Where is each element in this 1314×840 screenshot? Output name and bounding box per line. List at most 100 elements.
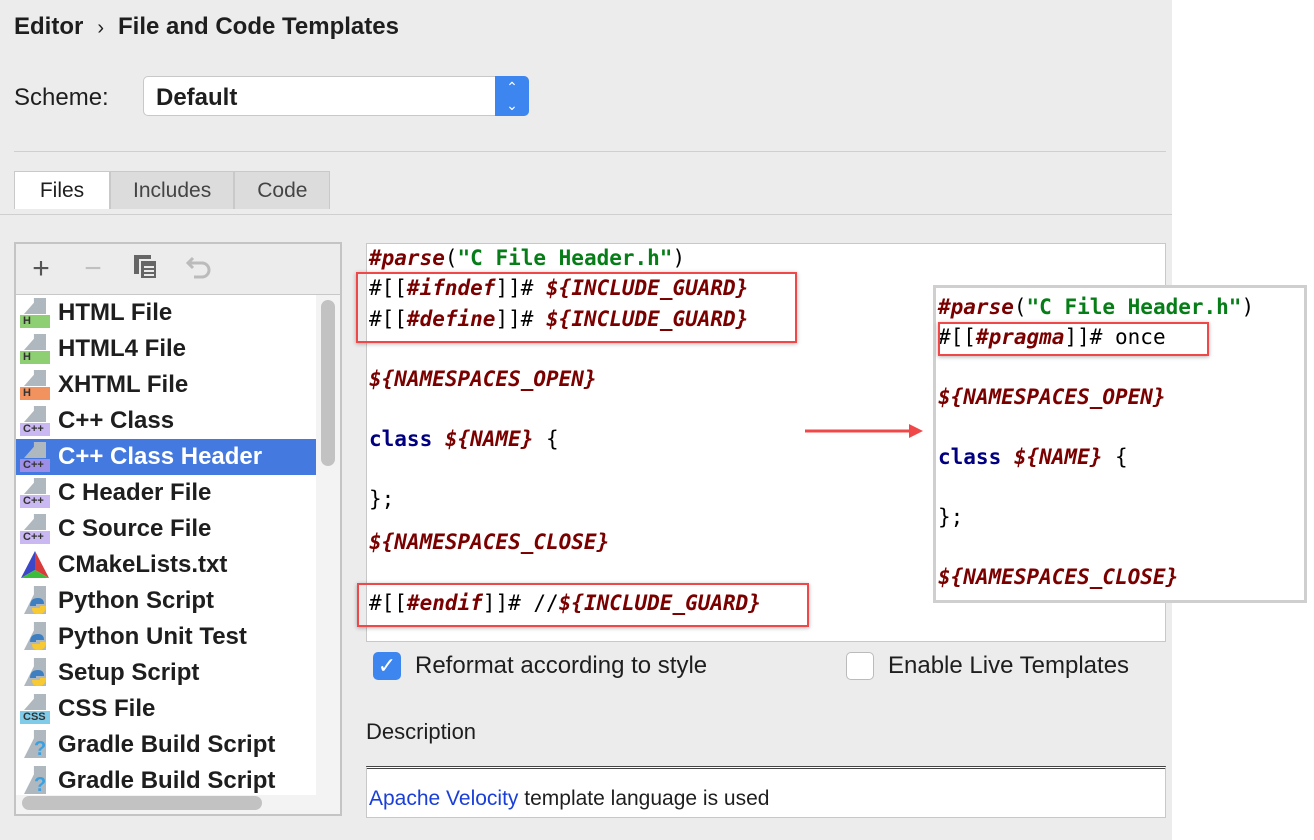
- template-label: Gradle Build Script: [58, 767, 276, 794]
- template-label: XHTML File: [58, 371, 189, 398]
- reformat-option[interactable]: ✓ Reformat according to style: [373, 652, 707, 680]
- template-item[interactable]: CMakeLists.txt: [16, 547, 316, 583]
- template-item[interactable]: Python Script: [16, 583, 316, 619]
- cpp-file-icon: C++: [20, 406, 50, 436]
- breadcrumb: Editor›File and Code Templates: [14, 13, 399, 41]
- code-token: #ifndef: [406, 276, 496, 300]
- reformat-label: Reformat according to style: [415, 652, 708, 679]
- cmake-file-icon: [20, 550, 50, 580]
- code-token: };: [938, 505, 964, 529]
- cpp-file-icon: C++: [20, 478, 50, 508]
- updown-chevron-icon: ⌃⌄: [495, 76, 529, 116]
- code-token: #[[: [369, 591, 407, 615]
- template-item[interactable]: C++C Source File: [16, 511, 316, 547]
- cpp-file-icon: C++: [20, 442, 50, 472]
- code-token: ]]# once: [1064, 325, 1166, 349]
- remove-icon[interactable]: −: [84, 252, 102, 285]
- template-item[interactable]: ? Gradle Build Script: [16, 763, 316, 795]
- template-item[interactable]: Python Unit Test: [16, 619, 316, 655]
- highlight-box-endif: [357, 583, 809, 627]
- tab-files[interactable]: Files: [14, 171, 110, 209]
- code-token: class: [369, 427, 445, 451]
- code-token: ): [1241, 295, 1255, 319]
- code-token: {: [533, 427, 559, 451]
- template-item[interactable]: H HTML File: [16, 295, 316, 331]
- code-token: ${NAMESPACES_CLOSE}: [369, 530, 610, 554]
- code-token: ${NAME}: [444, 427, 534, 451]
- template-item[interactable]: C++ C++ Class: [16, 403, 316, 439]
- code-token: ]]#: [495, 307, 547, 331]
- highlight-box-pragma: [938, 322, 1209, 356]
- template-label: C++ Class Header: [58, 443, 263, 470]
- horizontal-scrollbar[interactable]: [22, 796, 262, 810]
- template-label: HTML File: [58, 299, 173, 326]
- highlight-box-guard: [356, 272, 797, 343]
- code-token: ${NAME}: [1013, 445, 1103, 469]
- code-line: };: [369, 487, 394, 511]
- tab-bar: Files Includes Code: [14, 171, 331, 209]
- add-icon[interactable]: +: [32, 252, 50, 285]
- code-line: ${NAMESPACES_CLOSE}: [938, 565, 1178, 589]
- code-token: "C File Header.h": [1026, 295, 1242, 319]
- page-title: File and Code Templates: [118, 13, 399, 40]
- reset-icon[interactable]: [184, 254, 214, 288]
- divider: [0, 214, 1172, 215]
- template-label: C Source File: [58, 515, 212, 542]
- copy-icon[interactable]: [131, 254, 161, 288]
- vertical-scrollbar[interactable]: [321, 300, 335, 466]
- code-line: #[[#ifndef]]# ${INCLUDE_GUARD}: [369, 276, 748, 300]
- template-label: Setup Script: [58, 659, 200, 686]
- scheme-label: Scheme:: [14, 84, 109, 111]
- css-file-icon: CSS: [20, 694, 50, 724]
- breadcrumb-editor[interactable]: Editor: [14, 13, 84, 40]
- description-box: Apache Velocity template language is use…: [366, 766, 1166, 818]
- template-item[interactable]: Setup Script: [16, 655, 316, 691]
- code-line: #[[#define]]# ${INCLUDE_GUARD}: [369, 307, 748, 331]
- reformat-checkbox[interactable]: ✓: [373, 652, 401, 680]
- template-label: C Header File: [58, 479, 212, 506]
- description-label: Description: [366, 719, 477, 744]
- code-token: {: [1102, 445, 1128, 469]
- code-token: };: [369, 487, 395, 511]
- code-token: ${INCLUDE_GUARD}: [546, 307, 749, 331]
- tab-code[interactable]: Code: [234, 171, 331, 209]
- code-token: (: [1013, 295, 1027, 319]
- code-line: class ${NAME} {: [938, 445, 1128, 469]
- code-token: ${NAMESPACES_OPEN}: [369, 367, 597, 391]
- code-token: ${NAMESPACES_OPEN}: [938, 385, 1166, 409]
- code-line: class ${NAME} {: [369, 427, 559, 451]
- html-file-icon: H: [20, 298, 50, 328]
- code-line: #[[#pragma]]# once: [938, 325, 1166, 349]
- code-line: #[[#endif]]# //${INCLUDE_GUARD}: [369, 591, 761, 615]
- template-label: Python Script: [58, 587, 215, 614]
- code-line: ${NAMESPACES_OPEN}: [369, 367, 597, 391]
- html-file-icon: H: [20, 334, 50, 364]
- code-token: #parse: [369, 246, 445, 270]
- template-label: Gradle Build Script: [58, 731, 276, 758]
- code-line: #parse("C File Header.h"): [369, 246, 685, 270]
- tab-includes[interactable]: Includes: [110, 171, 235, 209]
- code-line: };: [938, 505, 963, 529]
- code-token: #parse: [938, 295, 1014, 319]
- template-item[interactable]: CSS CSS File: [16, 691, 316, 727]
- template-label: CSS File: [58, 695, 156, 722]
- scheme-select[interactable]: Default ⌃⌄: [143, 76, 529, 116]
- gradle-file-icon: ?: [20, 766, 50, 795]
- live-templates-option[interactable]: Enable Live Templates: [846, 652, 1129, 680]
- python-file-icon: [20, 586, 50, 616]
- template-item[interactable]: C++ C++ Class Header: [16, 439, 316, 475]
- code-token: "C File Header.h": [457, 246, 673, 270]
- arrow-icon: [805, 424, 923, 438]
- code-token: ${NAMESPACES_CLOSE}: [938, 565, 1179, 589]
- live-templates-label: Enable Live Templates: [888, 652, 1130, 679]
- template-item[interactable]: C++ C Header File: [16, 475, 316, 511]
- template-label: C++ Class: [58, 407, 175, 434]
- code-token: ): [672, 246, 686, 270]
- template-item[interactable]: ?Gradle Build Script: [16, 727, 316, 763]
- velocity-link[interactable]: Apache Velocity: [369, 787, 519, 810]
- live-templates-checkbox[interactable]: [846, 652, 874, 680]
